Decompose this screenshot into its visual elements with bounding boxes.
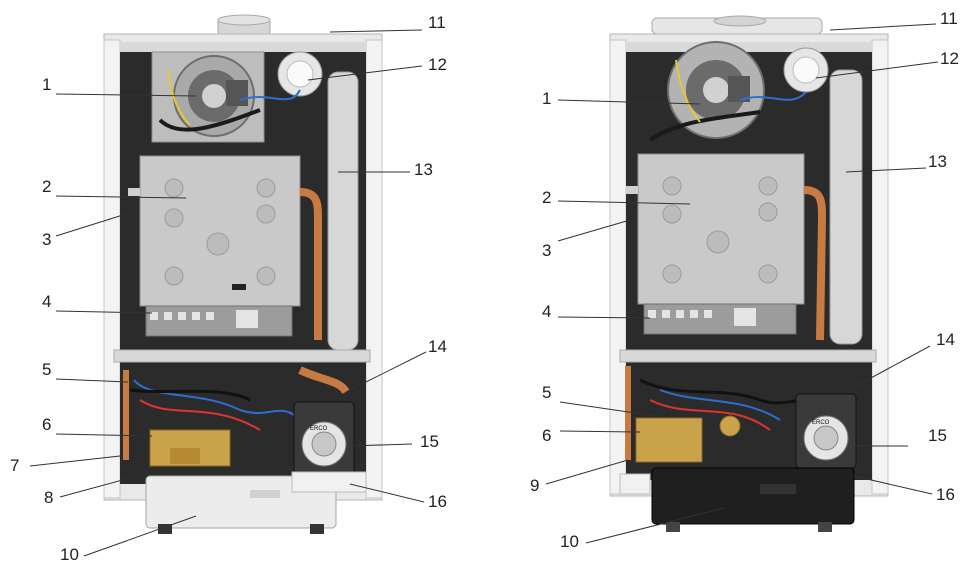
- left-label-2: 2: [42, 177, 52, 196]
- right-label-13: 13: [928, 152, 947, 171]
- right-label-5: 5: [542, 383, 552, 402]
- left-label-15: 15: [420, 432, 439, 451]
- left-label-8: 8: [44, 488, 54, 507]
- left-burner: [145, 305, 293, 337]
- left-label-14: 14: [428, 337, 447, 356]
- left-boiler: ERCO: [103, 14, 383, 534]
- right-heat-exchanger: [637, 153, 805, 305]
- left-label-10: 10: [60, 545, 79, 564]
- left-leader-lines: [29, 29, 427, 557]
- right-leader-lines: [545, 23, 939, 544]
- left-heat-exchanger: [139, 155, 301, 307]
- right-label-15: 15: [928, 426, 947, 445]
- right-bottom-cover: [651, 467, 855, 525]
- left-label-7: 7: [10, 456, 20, 475]
- left-label-11: 11: [428, 13, 446, 32]
- right-boiler: ERCO: [609, 15, 889, 532]
- right-burner: [643, 303, 797, 335]
- left-label-3: 3: [42, 230, 52, 249]
- left-label-6: 6: [42, 415, 52, 434]
- right-expansion-vessel: [829, 69, 863, 345]
- right-label-11: 11: [940, 9, 958, 28]
- right-label-12: 12: [940, 49, 959, 68]
- right-pump-brand: ERCO: [812, 420, 830, 426]
- left-label-5: 5: [42, 360, 52, 379]
- right-label-9: 9: [530, 476, 540, 495]
- left-label-13: 13: [414, 160, 433, 179]
- left-label-16: 16: [428, 492, 447, 511]
- right-gas-valve: [635, 417, 703, 463]
- right-label-6: 6: [542, 426, 552, 445]
- right-label-14: 14: [936, 330, 955, 349]
- left-label-4: 4: [42, 292, 52, 311]
- right-label-2: 2: [542, 188, 552, 207]
- left-label-1: 1: [42, 75, 52, 94]
- left-pump-brand: ERCO: [310, 426, 328, 432]
- right-label-16: 16: [936, 485, 955, 504]
- left-expansion-vessel: [327, 71, 359, 351]
- right-label-10: 10: [560, 532, 579, 551]
- left-bottom-cover: [145, 475, 337, 529]
- right-label-3: 3: [542, 241, 552, 260]
- left-label-12: 12: [428, 55, 447, 74]
- right-label-4: 4: [542, 302, 552, 321]
- left-shelf: [113, 349, 371, 363]
- right-shelf: [619, 349, 877, 363]
- right-label-1: 1: [542, 89, 552, 108]
